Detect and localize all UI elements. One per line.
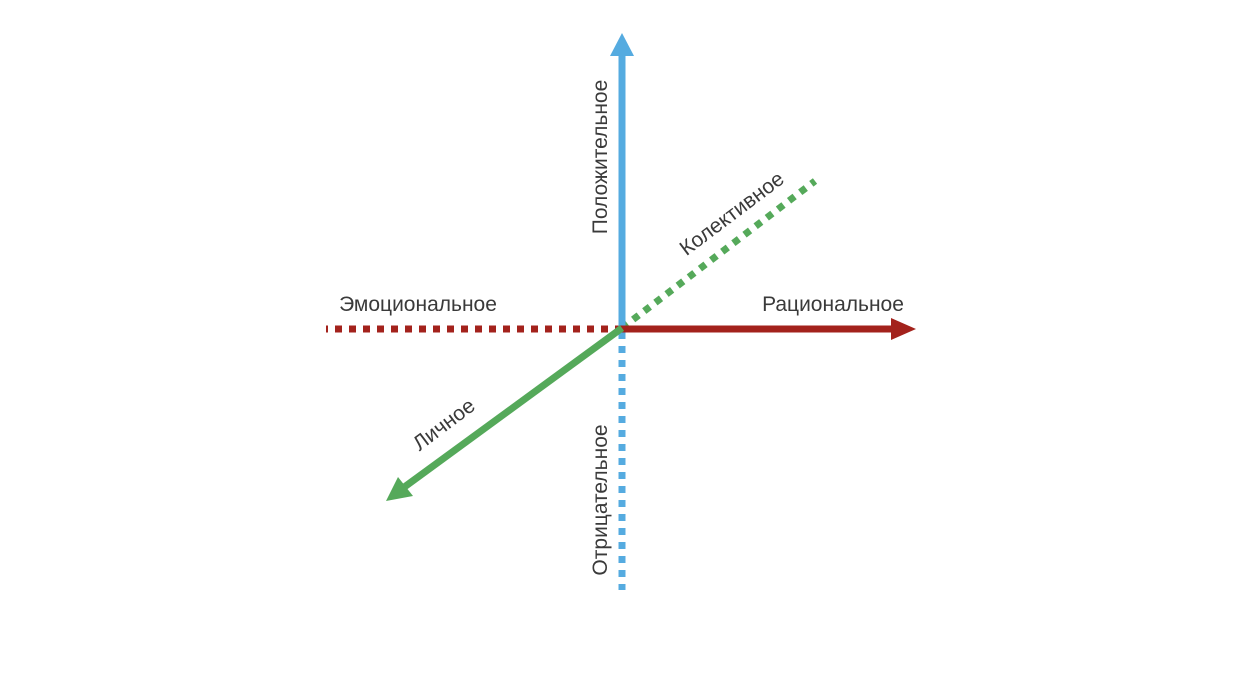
negative-label: Отрицательное — [589, 424, 612, 575]
rational-axis-arrowhead — [891, 318, 916, 340]
personal-axis-arrowhead — [386, 477, 413, 501]
personal-axis-line — [400, 325, 625, 491]
positive-label: Положительное — [589, 80, 612, 235]
collective-axis-line — [619, 178, 818, 331]
positive-axis-arrowhead — [610, 33, 634, 56]
personal-label: Личное — [409, 394, 480, 455]
rational-label: Рациональное — [762, 293, 904, 316]
emotional-label: Эмоциональное — [339, 293, 497, 316]
